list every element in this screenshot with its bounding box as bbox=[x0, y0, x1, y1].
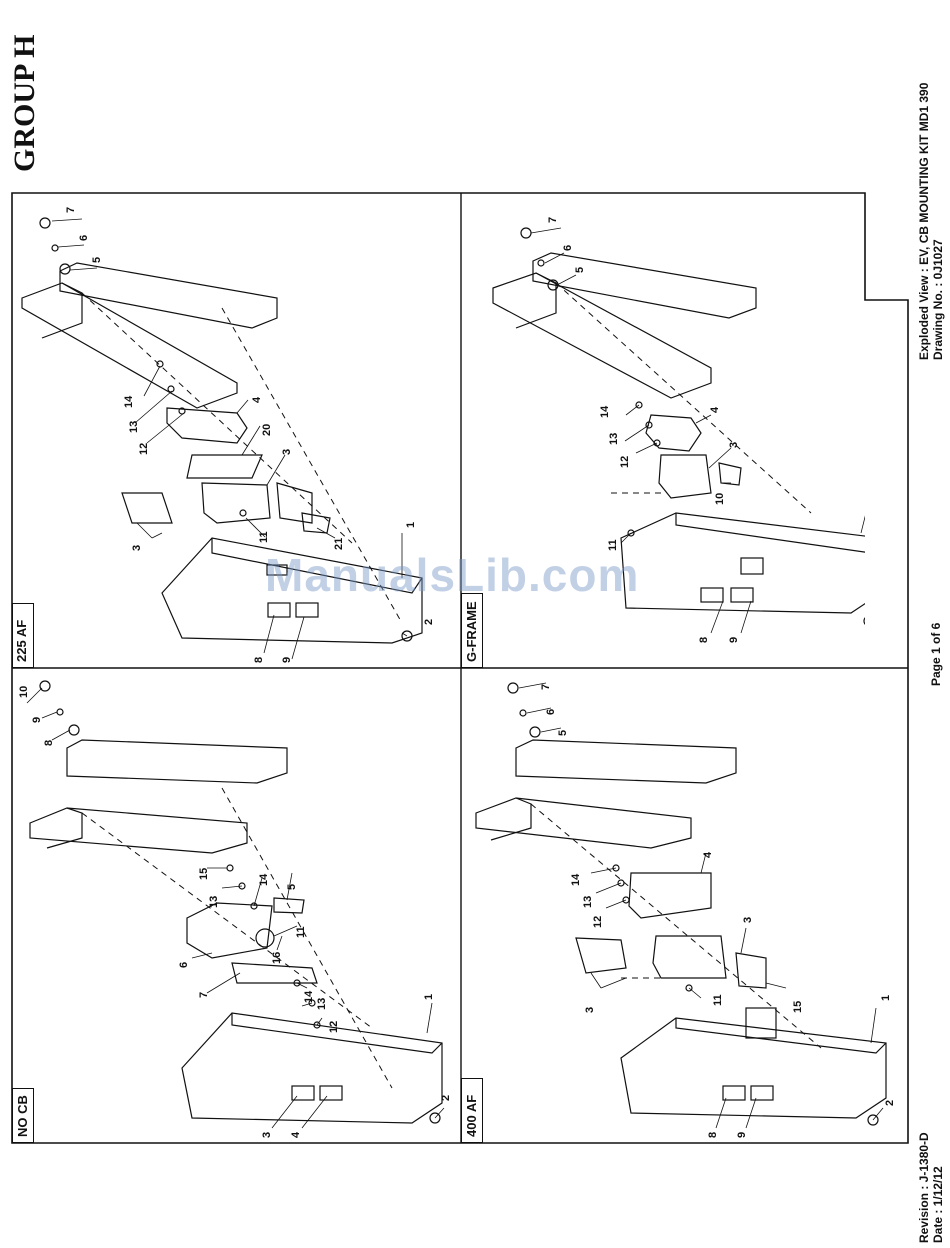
callout: 7 bbox=[198, 992, 210, 998]
diagram-400af: 7 6 5 14 13 12 4 3 3 11 15 1 8 9 2 bbox=[475, 682, 896, 1138]
panel-label-box bbox=[461, 1078, 483, 1143]
callout: 6 bbox=[562, 245, 574, 251]
diagram-nocb: 10 9 8 15 13 14 5 6 11 16 7 14 13 12 1 3… bbox=[18, 680, 452, 1138]
callout: 16 bbox=[271, 952, 283, 964]
callout: 15 bbox=[198, 868, 210, 880]
callout: 13 bbox=[608, 433, 620, 445]
callout: 5 bbox=[557, 730, 569, 736]
callout: 3 bbox=[131, 545, 143, 551]
callout: 10 bbox=[18, 686, 30, 698]
callout: 7 bbox=[540, 684, 552, 690]
callout: 3 bbox=[584, 1007, 596, 1013]
callout: 4 bbox=[251, 396, 263, 403]
callout: 1 bbox=[880, 995, 892, 1001]
callout: 7 bbox=[65, 207, 77, 213]
callout: 5 bbox=[574, 267, 586, 273]
panel-gframe: 7 6 5 14 13 12 4 3 10 11 1 8 9 2 G-FRAME bbox=[461, 193, 865, 668]
callout: 9 bbox=[31, 717, 43, 723]
callout: 5 bbox=[286, 884, 298, 890]
callout: 12 bbox=[328, 1021, 340, 1033]
panel-nocb: 10 9 8 15 13 14 5 6 11 16 7 14 13 12 1 3… bbox=[12, 668, 461, 1143]
callout: 6 bbox=[545, 709, 557, 715]
panel-label-box bbox=[12, 1088, 34, 1143]
diagram-gframe: 7 6 5 14 13 12 4 3 10 11 1 8 9 2 bbox=[492, 217, 865, 643]
callout: 14 bbox=[303, 990, 315, 1003]
callout: 4 bbox=[709, 406, 721, 413]
callout: 14 bbox=[123, 395, 135, 408]
watermark: ManualsLib.com bbox=[265, 549, 640, 601]
callout: 15 bbox=[792, 1001, 804, 1013]
callout: 1 bbox=[405, 522, 417, 528]
callout: 1 bbox=[423, 994, 435, 1000]
callout: 9 bbox=[736, 1132, 748, 1138]
callout: 4 bbox=[702, 851, 714, 858]
callout: 11 bbox=[712, 994, 724, 1006]
callout: 8 bbox=[698, 637, 710, 643]
callout: 3 bbox=[728, 442, 740, 448]
panel-label-box bbox=[461, 593, 483, 668]
callout: 12 bbox=[619, 456, 631, 468]
callout: 21 bbox=[333, 538, 345, 550]
panel-label: NO CB bbox=[15, 1095, 30, 1137]
callout: 10 bbox=[714, 493, 726, 505]
callout: 7 bbox=[547, 217, 559, 223]
panel-400af: 7 6 5 14 13 12 4 3 3 11 15 1 8 9 2 400 A… bbox=[461, 668, 908, 1143]
callout: 2 bbox=[884, 1100, 896, 1106]
callout: 14 bbox=[258, 873, 270, 886]
callout: 3 bbox=[742, 917, 754, 923]
callout: 5 bbox=[91, 257, 103, 263]
callout: 2 bbox=[440, 1095, 452, 1101]
callout: 11 bbox=[607, 539, 619, 551]
panel-225af: 7 6 5 14 13 12 4 20 3 3 11 21 1 8 9 2 22… bbox=[12, 193, 461, 668]
callout: 11 bbox=[295, 926, 307, 938]
callout: 4 bbox=[290, 1131, 302, 1138]
callout: 9 bbox=[281, 657, 293, 663]
panel-label: 400 AF bbox=[464, 1094, 479, 1137]
panel-label: G-FRAME bbox=[464, 601, 479, 662]
callout: 9 bbox=[728, 637, 740, 643]
callout: 3 bbox=[281, 449, 293, 455]
callout: 2 bbox=[423, 619, 435, 625]
callout: 13 bbox=[582, 896, 594, 908]
callout: 8 bbox=[253, 657, 265, 663]
callout: 12 bbox=[592, 916, 604, 928]
callout: 20 bbox=[261, 424, 273, 436]
callout: 13 bbox=[208, 896, 220, 908]
callout: 8 bbox=[707, 1132, 719, 1138]
callout: 14 bbox=[599, 405, 611, 418]
callout: 8 bbox=[43, 740, 55, 746]
panel-label-box bbox=[12, 603, 34, 668]
callout: 12 bbox=[138, 443, 150, 455]
panel-label: 225 AF bbox=[14, 619, 29, 662]
callout: 6 bbox=[178, 962, 190, 968]
callout: 13 bbox=[316, 998, 328, 1010]
diagram-225af: 7 6 5 14 13 12 4 20 3 3 11 21 1 8 9 2 bbox=[21, 207, 435, 663]
callout: 11 bbox=[258, 531, 270, 543]
callout: 6 bbox=[78, 235, 90, 241]
callout: 14 bbox=[570, 873, 582, 886]
callout: 13 bbox=[128, 421, 140, 433]
callout: 3 bbox=[261, 1132, 273, 1138]
